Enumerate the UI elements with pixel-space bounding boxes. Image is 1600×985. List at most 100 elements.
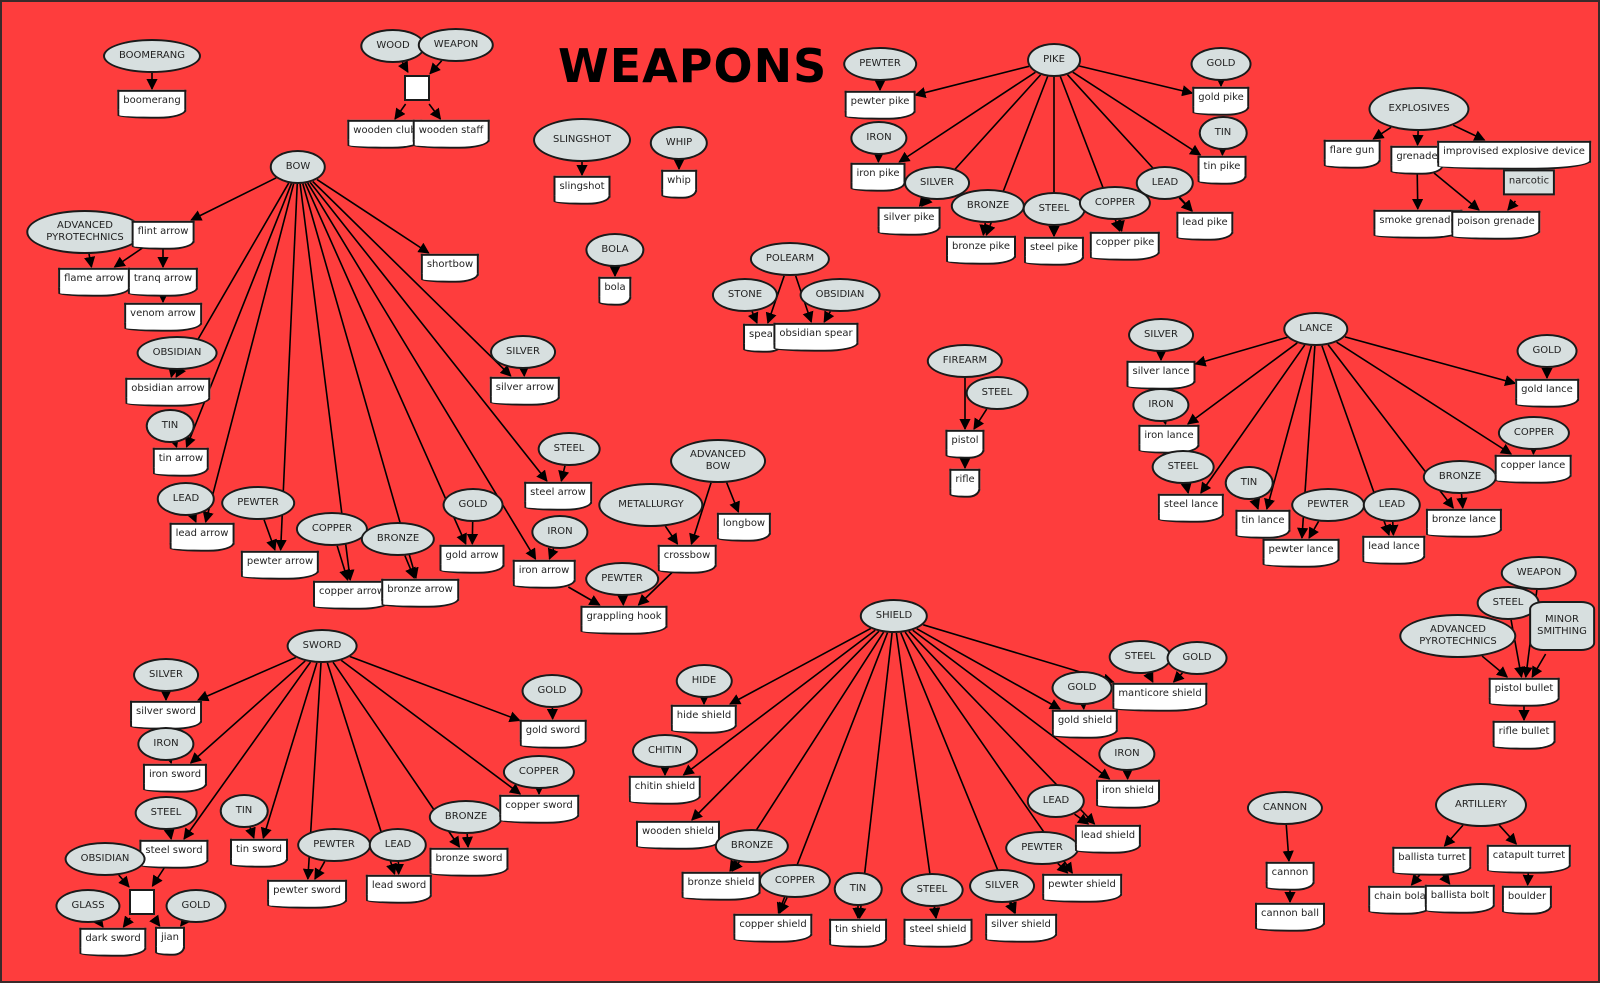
item-node-bronze-pike[interactable]: bronze pike — [946, 236, 1016, 258]
topic-node-copper-t1[interactable]: COPPER — [296, 512, 368, 546]
item-node-longbow[interactable]: longbow — [717, 513, 771, 535]
topic-node-pewter-t2[interactable]: PEWTER — [585, 562, 659, 596]
topic-node-explosives-t[interactable]: EXPLOSIVES — [1368, 87, 1469, 131]
item-node-flint-arrow[interactable]: flint arrow — [132, 221, 195, 243]
item-node-poison-grenade[interactable]: poison grenade — [1451, 211, 1540, 233]
topic-node-bola-t[interactable]: BOLA — [585, 233, 644, 267]
topic-node-iron-t7[interactable]: IRON — [1098, 737, 1155, 771]
topic-node-pewter-t3[interactable]: PEWTER — [843, 47, 917, 81]
topic-node-boomerang-t[interactable]: BOOMERANG — [103, 39, 201, 73]
item-node-pewter-pike[interactable]: pewter pike — [845, 91, 916, 113]
topic-node-steel-t1[interactable]: STEEL — [538, 432, 601, 466]
topic-node-slingshot-t[interactable]: SLINGSHOT — [533, 118, 631, 162]
item-node-slingshot[interactable]: slingshot — [553, 176, 610, 198]
topic-node-whip-t[interactable]: WHIP — [650, 126, 708, 160]
topic-node-gold-t7b[interactable]: GOLD — [1167, 641, 1228, 675]
topic-node-steel-t7b[interactable]: STEEL — [1109, 640, 1172, 674]
topic-node-silver-t1[interactable]: SILVER — [490, 335, 556, 369]
topic-node-steel-t7[interactable]: STEEL — [901, 873, 964, 907]
topic-node-tin-t6[interactable]: TIN — [220, 794, 269, 828]
topic-node-obsidian-t1[interactable]: OBSIDIAN — [137, 336, 218, 370]
item-node-gold-pike[interactable]: gold pike — [1192, 87, 1249, 109]
item-node-steel-shield[interactable]: steel shield — [904, 919, 973, 941]
topic-node-gold-t3[interactable]: GOLD — [1191, 47, 1252, 81]
item-node-grenade[interactable]: grenade — [1390, 146, 1443, 168]
item-node-gold-arrow[interactable]: gold arrow — [439, 545, 504, 567]
topic-node-advpyro-t1[interactable]: ADVANCED PYROTECHNICS — [26, 210, 143, 254]
topic-node-polearm-t[interactable]: POLEARM — [750, 242, 830, 276]
topic-node-glass-t[interactable]: GLASS — [55, 889, 120, 923]
topic-node-gold-t7[interactable]: GOLD — [1052, 671, 1113, 705]
item-node-wooden-club[interactable]: wooden club — [347, 120, 422, 142]
topic-node-iron-t3[interactable]: IRON — [850, 121, 907, 155]
topic-node-steel-t3[interactable]: STEEL — [1023, 192, 1086, 226]
item-node-ballista-turret[interactable]: ballista turret — [1392, 847, 1471, 869]
item-node-iron-sword[interactable]: iron sword — [143, 764, 207, 786]
item-node-hide-shield[interactable]: hide shield — [671, 705, 737, 727]
item-node-manticore-shield[interactable]: manticore shield — [1112, 683, 1207, 705]
topic-node-bronze-t7[interactable]: BRONZE — [715, 829, 789, 863]
topic-node-minor-smithing[interactable]: MINOR SMITHING — [1529, 601, 1595, 651]
item-node-rifle[interactable]: rifle — [949, 469, 980, 491]
item-node-copper-arrow[interactable]: copper arrow — [313, 581, 391, 603]
topic-node-tin-t4[interactable]: TIN — [1225, 466, 1274, 500]
topic-node-hide-t[interactable]: HIDE — [676, 664, 733, 698]
item-node-cannon[interactable]: cannon — [1266, 862, 1315, 884]
topic-node-iron-t6[interactable]: IRON — [137, 727, 194, 761]
item-node-ied[interactable]: improvised explosive device — [1437, 141, 1591, 163]
item-node-ballista-bolt[interactable]: ballista bolt — [1425, 885, 1495, 907]
topic-node-lead-t7[interactable]: LEAD — [1027, 784, 1085, 818]
item-node-bronze-lance[interactable]: bronze lance — [1426, 509, 1502, 531]
item-node-iron-arrow[interactable]: iron arrow — [513, 560, 576, 582]
item-node-whip[interactable]: whip — [661, 170, 697, 192]
topic-node-firearm-t[interactable]: FIREARM — [927, 344, 1003, 378]
item-node-flame-arrow[interactable]: flame arrow — [58, 268, 130, 290]
item-node-iron-pike[interactable]: iron pike — [850, 163, 905, 185]
item-node-pistol-bullet[interactable]: pistol bullet — [1489, 678, 1560, 700]
item-node-grappling-hook[interactable]: grappling hook — [580, 606, 667, 628]
topic-node-artillery-t[interactable]: ARTILLERY — [1435, 783, 1527, 827]
topic-node-obsidian-t6[interactable]: OBSIDIAN — [65, 842, 146, 876]
topic-node-lead-t1[interactable]: LEAD — [157, 482, 215, 516]
topic-node-bow-t[interactable]: BOW — [270, 150, 326, 184]
item-node-chain-bola[interactable]: chain bola — [1368, 886, 1432, 908]
topic-node-gold-t6a[interactable]: GOLD — [166, 889, 227, 923]
item-node-gold-lance[interactable]: gold lance — [1515, 379, 1579, 401]
item-node-wooden-shield[interactable]: wooden shield — [636, 821, 720, 843]
item-node-pewter-arrow[interactable]: pewter arrow — [241, 551, 319, 573]
topic-node-copper-t4[interactable]: COPPER — [1498, 416, 1570, 450]
item-node-silver-pike[interactable]: silver pike — [878, 207, 941, 229]
item-node-shortbow[interactable]: shortbow — [421, 254, 479, 276]
item-node-silver-arrow[interactable]: silver arrow — [490, 377, 560, 399]
topic-node-lead-t3[interactable]: LEAD — [1136, 166, 1194, 200]
topic-node-cannon-t[interactable]: CANNON — [1247, 791, 1323, 825]
topic-node-gold-t4[interactable]: GOLD — [1517, 334, 1578, 368]
topic-node-tin-t1[interactable]: TIN — [146, 409, 195, 443]
item-node-boomerang[interactable]: boomerang — [117, 90, 186, 112]
topic-node-sword-t[interactable]: SWORD — [287, 629, 358, 663]
junction-node-j2[interactable] — [129, 889, 155, 915]
item-node-wooden-staff[interactable]: wooden staff — [413, 120, 490, 142]
item-node-silver-shield[interactable]: silver shield — [985, 914, 1057, 936]
item-node-iron-shield[interactable]: iron shield — [1096, 780, 1160, 802]
topic-node-silver-t4[interactable]: SILVER — [1128, 318, 1194, 352]
topic-node-bronze-t3[interactable]: BRONZE — [951, 189, 1025, 223]
item-node-silver-sword[interactable]: silver sword — [130, 701, 202, 723]
topic-node-lead-t4[interactable]: LEAD — [1363, 488, 1421, 522]
topic-node-gold-t1[interactable]: GOLD — [443, 488, 504, 522]
item-node-venom-arrow[interactable]: venom arrow — [124, 303, 202, 325]
item-node-obsidian-spear[interactable]: obsidian spear — [773, 323, 858, 345]
topic-node-advbow-t[interactable]: ADVANCED BOW — [670, 439, 766, 483]
topic-node-tin-t7[interactable]: TIN — [834, 872, 883, 906]
topic-node-lance-t[interactable]: LANCE — [1283, 312, 1348, 346]
item-node-copper-sword[interactable]: copper sword — [499, 795, 579, 817]
item-node-tin-pike[interactable]: tin pike — [1198, 156, 1247, 178]
topic-node-bronze-t6[interactable]: BRONZE — [429, 800, 503, 834]
topic-node-shield-t[interactable]: SHIELD — [860, 599, 928, 633]
topic-node-metallurgy-t[interactable]: METALLURGY — [598, 483, 703, 527]
item-node-copper-pike[interactable]: copper pike — [1090, 232, 1160, 254]
topic-node-advpyro-t2[interactable]: ADVANCED PYROTECHNICS — [1399, 614, 1516, 658]
item-node-obsidian-arrow[interactable]: obsidian arrow — [125, 378, 210, 400]
item-node-steel-lance[interactable]: steel lance — [1158, 494, 1224, 516]
topic-node-pewter-t1[interactable]: PEWTER — [221, 486, 295, 520]
